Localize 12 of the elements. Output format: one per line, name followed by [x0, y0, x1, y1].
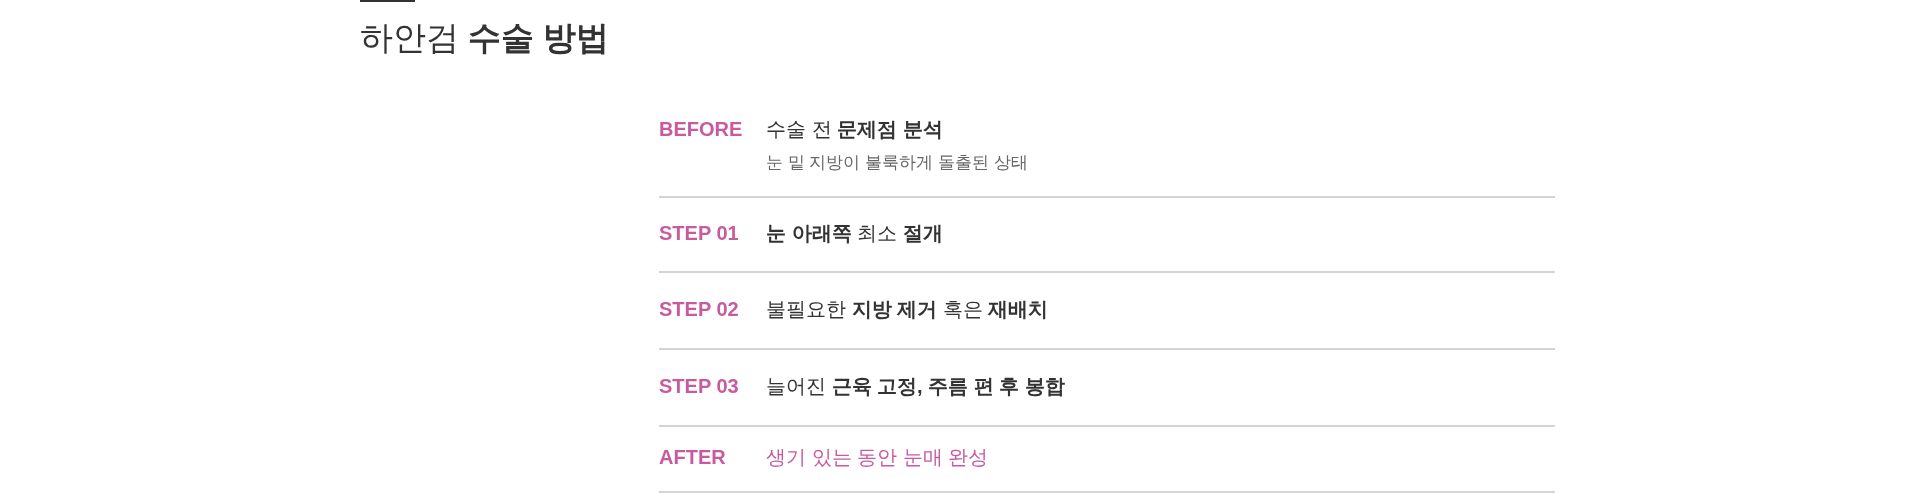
step-label: STEP 03 [659, 374, 739, 399]
step-description: 눈 아래쪽 최소 절개 [766, 221, 943, 246]
step-label: BEFORE [659, 117, 743, 142]
step-label: AFTER [659, 445, 726, 470]
step-label: STEP 02 [659, 297, 739, 322]
step-description: 늘어진 근육 고정, 주름 편 후 봉합 [766, 374, 1065, 399]
step-note: 눈 밑 지방이 불룩하게 돌출된 상태 [766, 152, 1028, 174]
step-description: 불필요한 지방 제거 혹은 재배치 [766, 297, 1049, 322]
step-label: STEP 01 [659, 221, 739, 246]
result-description: 생기 있는 동안 눈매 완성 [766, 445, 989, 470]
heading: 하안검 수술 방법 [360, 18, 610, 58]
step-description: 수술 전 문제점 분석 [766, 117, 943, 142]
